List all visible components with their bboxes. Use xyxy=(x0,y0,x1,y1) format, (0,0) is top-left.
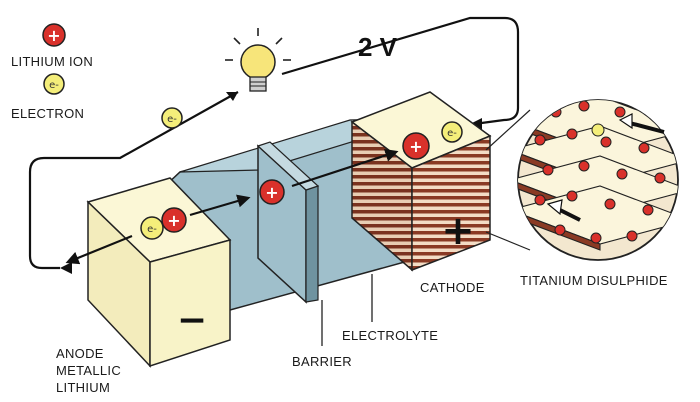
ion-path-arrow xyxy=(291,149,399,188)
legend-electron-label: ELECTRON xyxy=(11,106,84,121)
external-circuit-wire xyxy=(28,16,520,270)
titanium-disulphide-inset xyxy=(517,99,679,261)
ion-path-arrow xyxy=(189,194,251,217)
voltage-label: 2 V xyxy=(358,32,398,62)
wire-arrow-icon xyxy=(60,262,72,274)
barrier-lithium-ion-icon xyxy=(259,179,285,205)
metallic-label: METALLIC xyxy=(56,363,121,378)
wire-electron-icon xyxy=(161,107,183,129)
ion-symbol: + xyxy=(167,211,180,230)
electron-symbol: e- xyxy=(147,224,157,235)
cathode-label: CATHODE xyxy=(420,280,485,295)
anode-lithium-ion-icon xyxy=(161,207,187,233)
electron-symbol: e- xyxy=(167,114,177,125)
anode-label: ANODE xyxy=(56,346,104,361)
ion-symbol: + xyxy=(265,183,278,202)
legend: + LITHIUM ION e- ELECTRON xyxy=(11,23,93,121)
inset-electron-icon xyxy=(591,123,605,137)
lithium-label: LITHIUM xyxy=(56,380,110,395)
inset-arrow-head-icon xyxy=(546,199,563,216)
negative-terminal-symbol: − xyxy=(177,300,207,341)
cathode-electron-icon xyxy=(441,121,463,143)
zoom-connector xyxy=(485,109,531,151)
positive-terminal-symbol: + xyxy=(441,208,475,254)
ion-path-arrow xyxy=(65,234,133,265)
cathode-lithium-ion-icon xyxy=(402,132,430,160)
wire-arrow-icon xyxy=(226,92,238,101)
legend-electron-symbol: e- xyxy=(49,80,59,91)
ion-symbol: + xyxy=(409,137,422,156)
titanium-disulphide-label: TITANIUM DISULPHIDE xyxy=(520,273,668,288)
zoom-connector xyxy=(485,231,531,251)
wire-arrow-icon xyxy=(470,118,482,130)
legend-electron-icon xyxy=(43,73,65,95)
electrolyte-label: ELECTROLYTE xyxy=(342,328,438,343)
electron-symbol: e- xyxy=(447,128,457,139)
inset-arrow-head-icon xyxy=(618,113,633,130)
legend-lithium-ion-label: LITHIUM ION xyxy=(11,54,93,69)
light-bulb-icon xyxy=(225,28,291,92)
anode-electron-icon xyxy=(140,216,164,240)
legend-ion-symbol: + xyxy=(47,26,60,45)
legend-ion-icon xyxy=(42,23,66,47)
barrier-label: BARRIER xyxy=(292,354,352,369)
